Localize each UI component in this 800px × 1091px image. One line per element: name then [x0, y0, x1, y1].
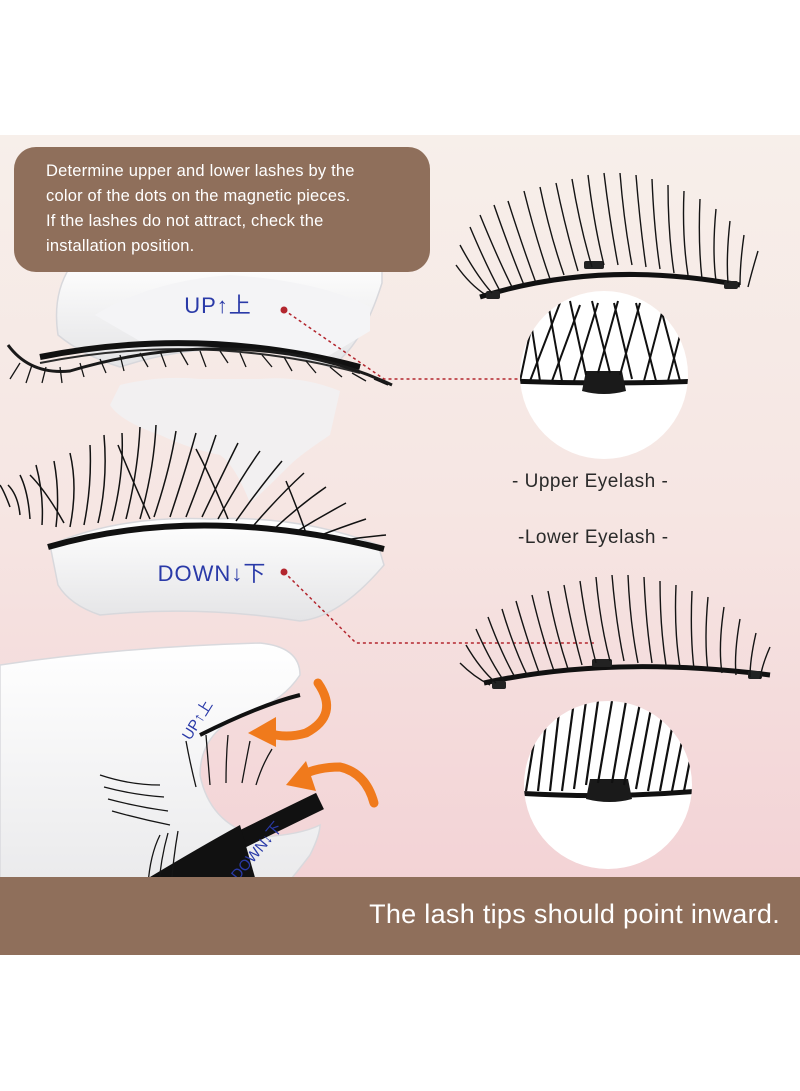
bottom-banner: [0, 877, 800, 955]
upper-eyelash-caption: - Upper Eyelash -: [512, 471, 669, 492]
note-line-4: installation position.: [46, 237, 195, 255]
inward-arrow-upper: [248, 678, 331, 747]
note-line-3: If the lashes do not attract, check the: [46, 212, 324, 230]
upper-tool-lash: [6, 344, 393, 387]
inward-arrow-lower: [286, 761, 379, 808]
lower-tool-lash: [0, 424, 387, 542]
note-line-1: Determine upper and lower lashes by the: [46, 162, 355, 180]
product-panel: UP↑上 DOWN↓下: [0, 135, 800, 955]
down-label: DOWN↓下: [158, 561, 267, 586]
upper-applicator-tool: [39, 257, 383, 374]
lower-applicator-tool: [47, 517, 385, 622]
lower-eyelash-product: [459, 574, 771, 689]
upper-eyelash-product: [455, 172, 759, 300]
bottom-banner-text: The lash tips should point inward.: [369, 899, 780, 929]
instruction-note: Determine upper and lower lashes by the …: [14, 147, 430, 272]
lower-eyelash-caption: -Lower Eyelash -: [518, 527, 669, 548]
note-line-2: color of the dots on the magnetic pieces…: [46, 187, 351, 205]
tool-stand: [110, 377, 340, 503]
up-label: UP↑上: [184, 293, 252, 318]
